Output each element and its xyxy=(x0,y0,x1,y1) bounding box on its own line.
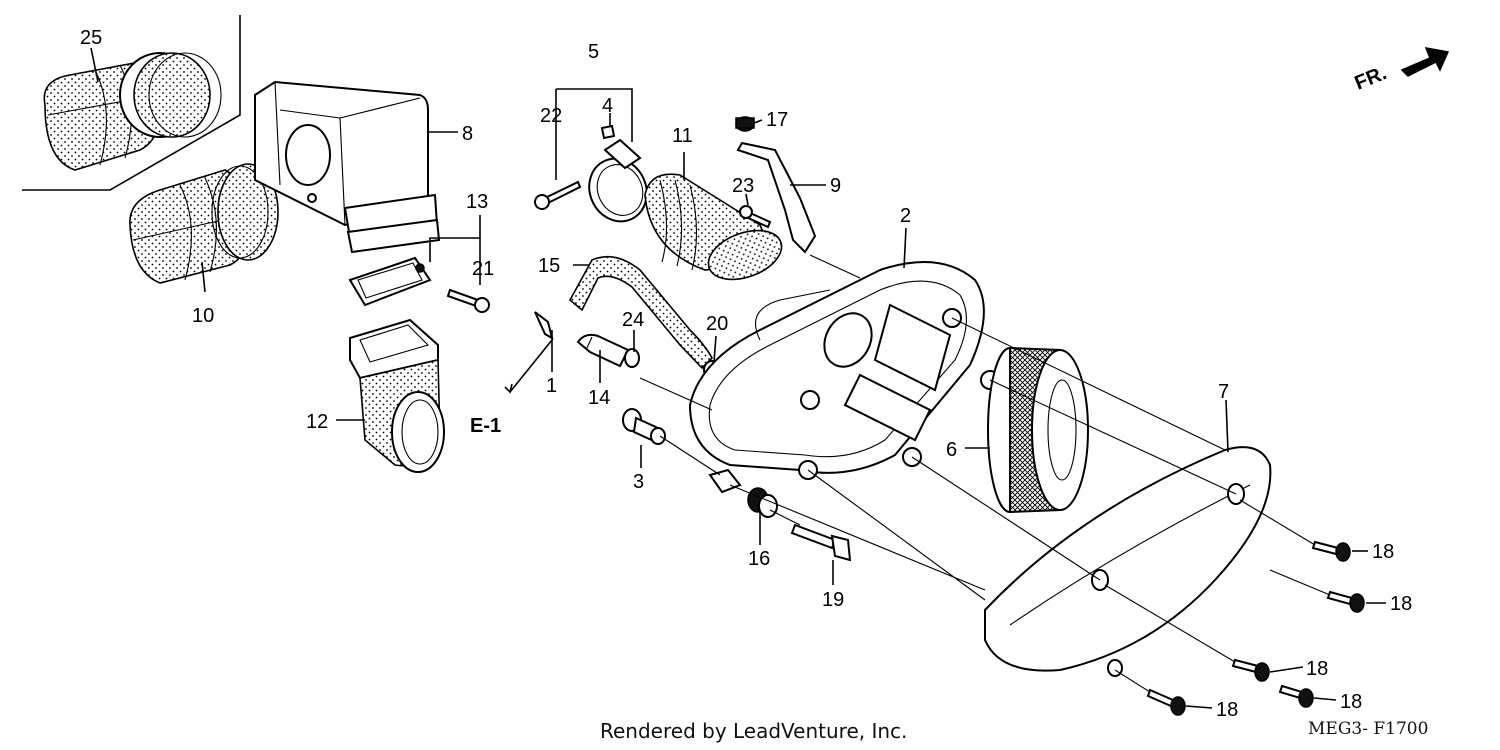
callout-9: 9 xyxy=(830,175,841,197)
callout-2: 2 xyxy=(900,205,911,227)
tube-15 xyxy=(568,255,713,370)
direction-label: FR. xyxy=(1352,62,1390,94)
callout-11: 11 xyxy=(672,125,693,147)
callout-7: 7 xyxy=(1218,381,1229,403)
arrow-right-icon xyxy=(1400,47,1450,77)
callout-17: 17 xyxy=(766,109,788,131)
callout-10: 10 xyxy=(192,305,214,327)
callout-18-b: 18 xyxy=(1390,593,1412,615)
callout-22: 22 xyxy=(540,105,562,127)
inset-frame xyxy=(22,15,241,191)
bracket-9 xyxy=(736,141,817,254)
callout-5: 5 xyxy=(588,41,599,63)
callout-23: 23 xyxy=(732,175,754,197)
callout-16: 16 xyxy=(748,548,770,570)
cap-17 xyxy=(735,116,755,132)
bolt-18-a xyxy=(1311,540,1351,562)
hose-11 xyxy=(644,173,783,281)
callout-13: 13 xyxy=(466,191,488,213)
callout-12: 12 xyxy=(306,411,328,433)
callout-8: 8 xyxy=(462,123,473,145)
callout-24: 24 xyxy=(622,309,644,331)
bolt-18-e xyxy=(1146,688,1186,716)
clamp-5 xyxy=(588,138,648,223)
housing-2 xyxy=(688,261,1000,494)
funnel-25 xyxy=(43,52,222,171)
grommet-3 xyxy=(622,408,666,445)
callout-3: 3 xyxy=(633,471,644,493)
hose-14 xyxy=(576,333,630,368)
callout-18-a: 18 xyxy=(1372,541,1394,563)
cover-7 xyxy=(984,446,1272,677)
intake-box-8 xyxy=(254,80,441,254)
callout-15: 15 xyxy=(538,255,560,277)
clip-1 xyxy=(534,311,554,341)
funnel-10 xyxy=(129,163,279,284)
bolt-18-c xyxy=(1231,658,1270,682)
screw-22 xyxy=(534,180,582,210)
gasket-13 xyxy=(348,256,432,307)
callout-18-e: 18 xyxy=(1216,699,1238,721)
callout-18-d: 18 xyxy=(1340,691,1362,713)
filter-6 xyxy=(987,346,1089,514)
callout-19: 19 xyxy=(822,589,844,611)
callout-21: 21 xyxy=(472,258,494,280)
diagram-code: MEG3- F1700 xyxy=(1308,719,1428,739)
rendered-by-credit: Rendered by LeadVenture, Inc. xyxy=(600,719,907,743)
alignment-lines xyxy=(639,254,1331,693)
callout-18-c: 18 xyxy=(1306,658,1328,680)
leader-lines xyxy=(90,47,1386,709)
callout-6: 6 xyxy=(946,439,957,461)
reference-label: E-1 xyxy=(470,415,501,437)
callout-4: 4 xyxy=(602,95,613,117)
nut-4 xyxy=(600,124,616,140)
screw-21 xyxy=(446,288,490,313)
callout-1: 1 xyxy=(546,375,557,397)
clamp-24 xyxy=(624,348,640,368)
front-direction-indicator: FR. xyxy=(1352,47,1450,95)
callout-25: 25 xyxy=(80,27,102,49)
bolt-18-d xyxy=(1278,684,1314,708)
callout-14: 14 xyxy=(588,387,610,409)
bolt-18-b xyxy=(1326,590,1365,613)
callout-20: 20 xyxy=(706,313,728,335)
bolt-19 xyxy=(790,523,852,562)
duct-12 xyxy=(349,318,445,473)
screw-23 xyxy=(739,205,772,229)
